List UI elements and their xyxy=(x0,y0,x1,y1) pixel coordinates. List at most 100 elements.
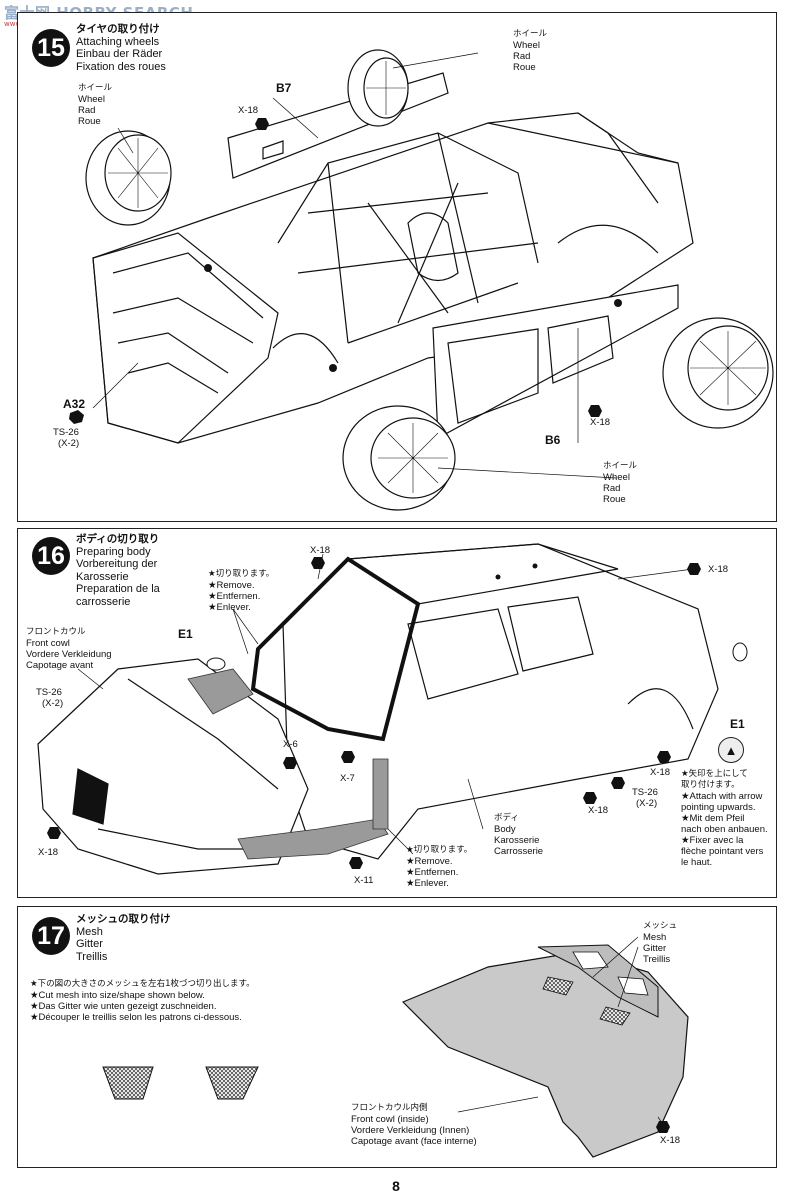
step-15-title-fr: Fixation des roues xyxy=(76,60,166,73)
paint-ts26-label: TS-26 xyxy=(53,427,79,438)
remove-en: ★Remove. xyxy=(406,856,453,867)
step-17-panel: 17 メッシュの取り付け Mesh Gitter Treillis ★下の図の大… xyxy=(17,906,777,1168)
arrow-note-jp2: 取り付けます。 xyxy=(681,780,740,790)
step-16-panel: 16 ボディの切り取り Preparing body Vorbereitung … xyxy=(17,528,777,898)
wheel-label-fr: Roue xyxy=(78,116,101,127)
screw-x18-label: X-18 xyxy=(660,1135,681,1146)
step-16-number: 16 xyxy=(32,537,70,575)
cowl-inside-jp: フロントカウル内側 xyxy=(351,1103,428,1113)
arrow-note-fr1: ★Fixer avec la xyxy=(681,835,744,846)
screw-x6-label: X-6 xyxy=(283,739,298,750)
arrow-note-en2: pointing upwards. xyxy=(681,802,756,813)
remove-en: ★Remove. xyxy=(208,580,255,591)
wheel-label-rear-left: ホイール Wheel Rad Roue xyxy=(513,29,547,73)
step-16-title-fr: Preparation de la xyxy=(76,583,160,595)
step-15-panel: 15 タイヤの取り付け Attaching wheels Einbau der … xyxy=(17,12,777,522)
remove-note-bottom: ★切り取ります。 ★Remove. ★Entfernen. ★Enlever. xyxy=(406,845,472,889)
step-17-illustration xyxy=(102,936,689,1158)
step-15-titles: タイヤの取り付け Attaching wheels Einbau der Räd… xyxy=(76,23,166,73)
step-15-illustration xyxy=(69,49,774,511)
step-16-illustration xyxy=(37,543,748,875)
front-cowl-jp: フロントカウル xyxy=(26,627,86,637)
wheel-label-rear-right: ホイール Wheel Rad Roue xyxy=(603,461,637,505)
wheel-label-de: Rad xyxy=(78,105,96,116)
mesh-label-en: Mesh xyxy=(643,932,667,943)
remove-jp: ★切り取ります。 xyxy=(208,569,275,579)
front-cowl-de: Vordere Verkleidung xyxy=(26,649,112,660)
arrow-note-fr3: le haut. xyxy=(681,857,713,868)
remove-de: ★Entfernen. xyxy=(406,867,459,878)
screw-x11-label: X-11 xyxy=(354,875,374,886)
arrow-note: ★矢印を上にして 取り付けます。 ★Attach with arrow poin… xyxy=(681,769,768,868)
arrow-note-de1: ★Mit dem Pfeil xyxy=(681,813,745,824)
step-15-title-de: Einbau der Räder xyxy=(76,48,163,60)
mesh-instr-fr: ★Découper le treillis selon les patrons … xyxy=(30,1012,242,1023)
mesh-label-jp: メッシュ xyxy=(643,921,678,931)
step-16-title-de2: Karosserie xyxy=(76,570,129,583)
arrow-note-de2: nach oben anbauen. xyxy=(681,824,768,835)
step-17-title-fr: Treillis xyxy=(76,950,108,963)
remove-de: ★Entfernen. xyxy=(208,591,261,602)
part-b7-label: B7 xyxy=(276,81,292,95)
cowl-inside-fr: Capotage avant (face interne) xyxy=(351,1136,477,1147)
screw-x18-label-roof: X-18 xyxy=(310,545,331,556)
mesh-label-de: Gitter xyxy=(643,943,667,954)
step-17-title-de: Gitter xyxy=(76,938,103,950)
mesh-instructions: ★下の図の大きさのメッシュを左右1枚づつ切り出します。 ★Cut mesh in… xyxy=(30,979,255,1023)
body-label: ボディ Body Karosserie Carrosserie xyxy=(494,813,543,857)
screw-x18-label-bottom: X-18 xyxy=(590,417,611,428)
cowl-inside-en: Front cowl (inside) xyxy=(351,1114,429,1125)
wheel-label-de: Rad xyxy=(513,51,531,62)
body-en: Body xyxy=(494,824,516,835)
remove-fr: ★Enlever. xyxy=(208,602,251,613)
body-fr: Carrosserie xyxy=(494,846,544,857)
screw-x7-label: X-7 xyxy=(340,773,355,784)
step-16-title-fr2: carrosserie xyxy=(76,595,131,608)
step-16-title-jp: ボディの切り取り xyxy=(76,533,160,545)
part-b6-label: B6 xyxy=(545,433,561,447)
remove-fr: ★Enlever. xyxy=(406,878,449,889)
wheel-label-front-left: ホイール Wheel Rad Roue xyxy=(78,83,112,127)
step-17-title-en: Mesh xyxy=(76,925,103,938)
screw-x18-label-sill: X-18 xyxy=(588,805,609,816)
arrow-note-jp1: ★矢印を上にして xyxy=(681,769,748,779)
paint-ts26-label-cowl: TS-26 xyxy=(36,687,62,698)
mesh-template-left xyxy=(102,1066,154,1100)
wheel-label-jp: ホイール xyxy=(78,83,113,93)
screw-x18-label-top: X-18 xyxy=(238,105,259,116)
wheel-label-en: Wheel xyxy=(78,94,105,105)
step-15-number: 15 xyxy=(32,29,70,67)
step-16-titles: ボディの切り取り Preparing body Vorbereitung der… xyxy=(76,533,160,608)
step-17-number: 17 xyxy=(32,917,70,955)
wheel-label-fr: Roue xyxy=(603,494,626,505)
cowl-inside-de: Vordere Verkleidung (Innen) xyxy=(351,1125,470,1136)
page-number: 8 xyxy=(392,1178,400,1194)
paint-ts26-label: TS-26 xyxy=(632,787,658,798)
front-cowl-fr: Capotage avant xyxy=(26,660,94,671)
remove-note-top: ★切り取ります。 ★Remove. ★Entfernen. ★Enlever. xyxy=(208,569,274,613)
arrow-note-fr2: flèche pointant vers xyxy=(681,846,764,857)
wheel-label-en: Wheel xyxy=(513,40,540,51)
wheel-label-fr: Roue xyxy=(513,62,536,73)
cowl-inside-label: フロントカウル内側 Front cowl (inside) Vordere Ve… xyxy=(351,1103,477,1147)
part-a32-label: A32 xyxy=(63,397,86,411)
step-15-title-en: Attaching wheels xyxy=(76,35,160,48)
arrow-note-en1: ★Attach with arrow xyxy=(681,791,763,802)
step-17-title-jp: メッシュの取り付け xyxy=(76,913,171,925)
paint-x2-label-cowl: (X-2) xyxy=(42,698,64,709)
mesh-instr-de: ★Das Gitter wie unten gezeigt zuschneide… xyxy=(30,1001,217,1012)
wheel-label-jp: ホイール xyxy=(513,29,548,39)
wheel-label-en: Wheel xyxy=(603,472,630,483)
mesh-instr-en: ★Cut mesh into size/shape shown below. xyxy=(30,990,205,1001)
mesh-template-right xyxy=(205,1066,259,1100)
mesh-instr-jp: ★下の図の大きさのメッシュを左右1枚づつ切り出します。 xyxy=(30,979,255,989)
paint-x2-label: (X-2) xyxy=(58,438,80,449)
screw-x18-label-arch: X-18 xyxy=(650,767,671,778)
part-e1-label-front: E1 xyxy=(178,627,193,641)
mesh-label: メッシュ Mesh Gitter Treillis xyxy=(643,921,677,965)
step-15-title-jp: タイヤの取り付け xyxy=(76,23,160,35)
wheel-label-de: Rad xyxy=(603,483,621,494)
paint-x2-label: (X-2) xyxy=(636,798,658,809)
remove-jp: ★切り取ります。 xyxy=(406,845,473,855)
front-cowl-en: Front cowl xyxy=(26,638,70,649)
